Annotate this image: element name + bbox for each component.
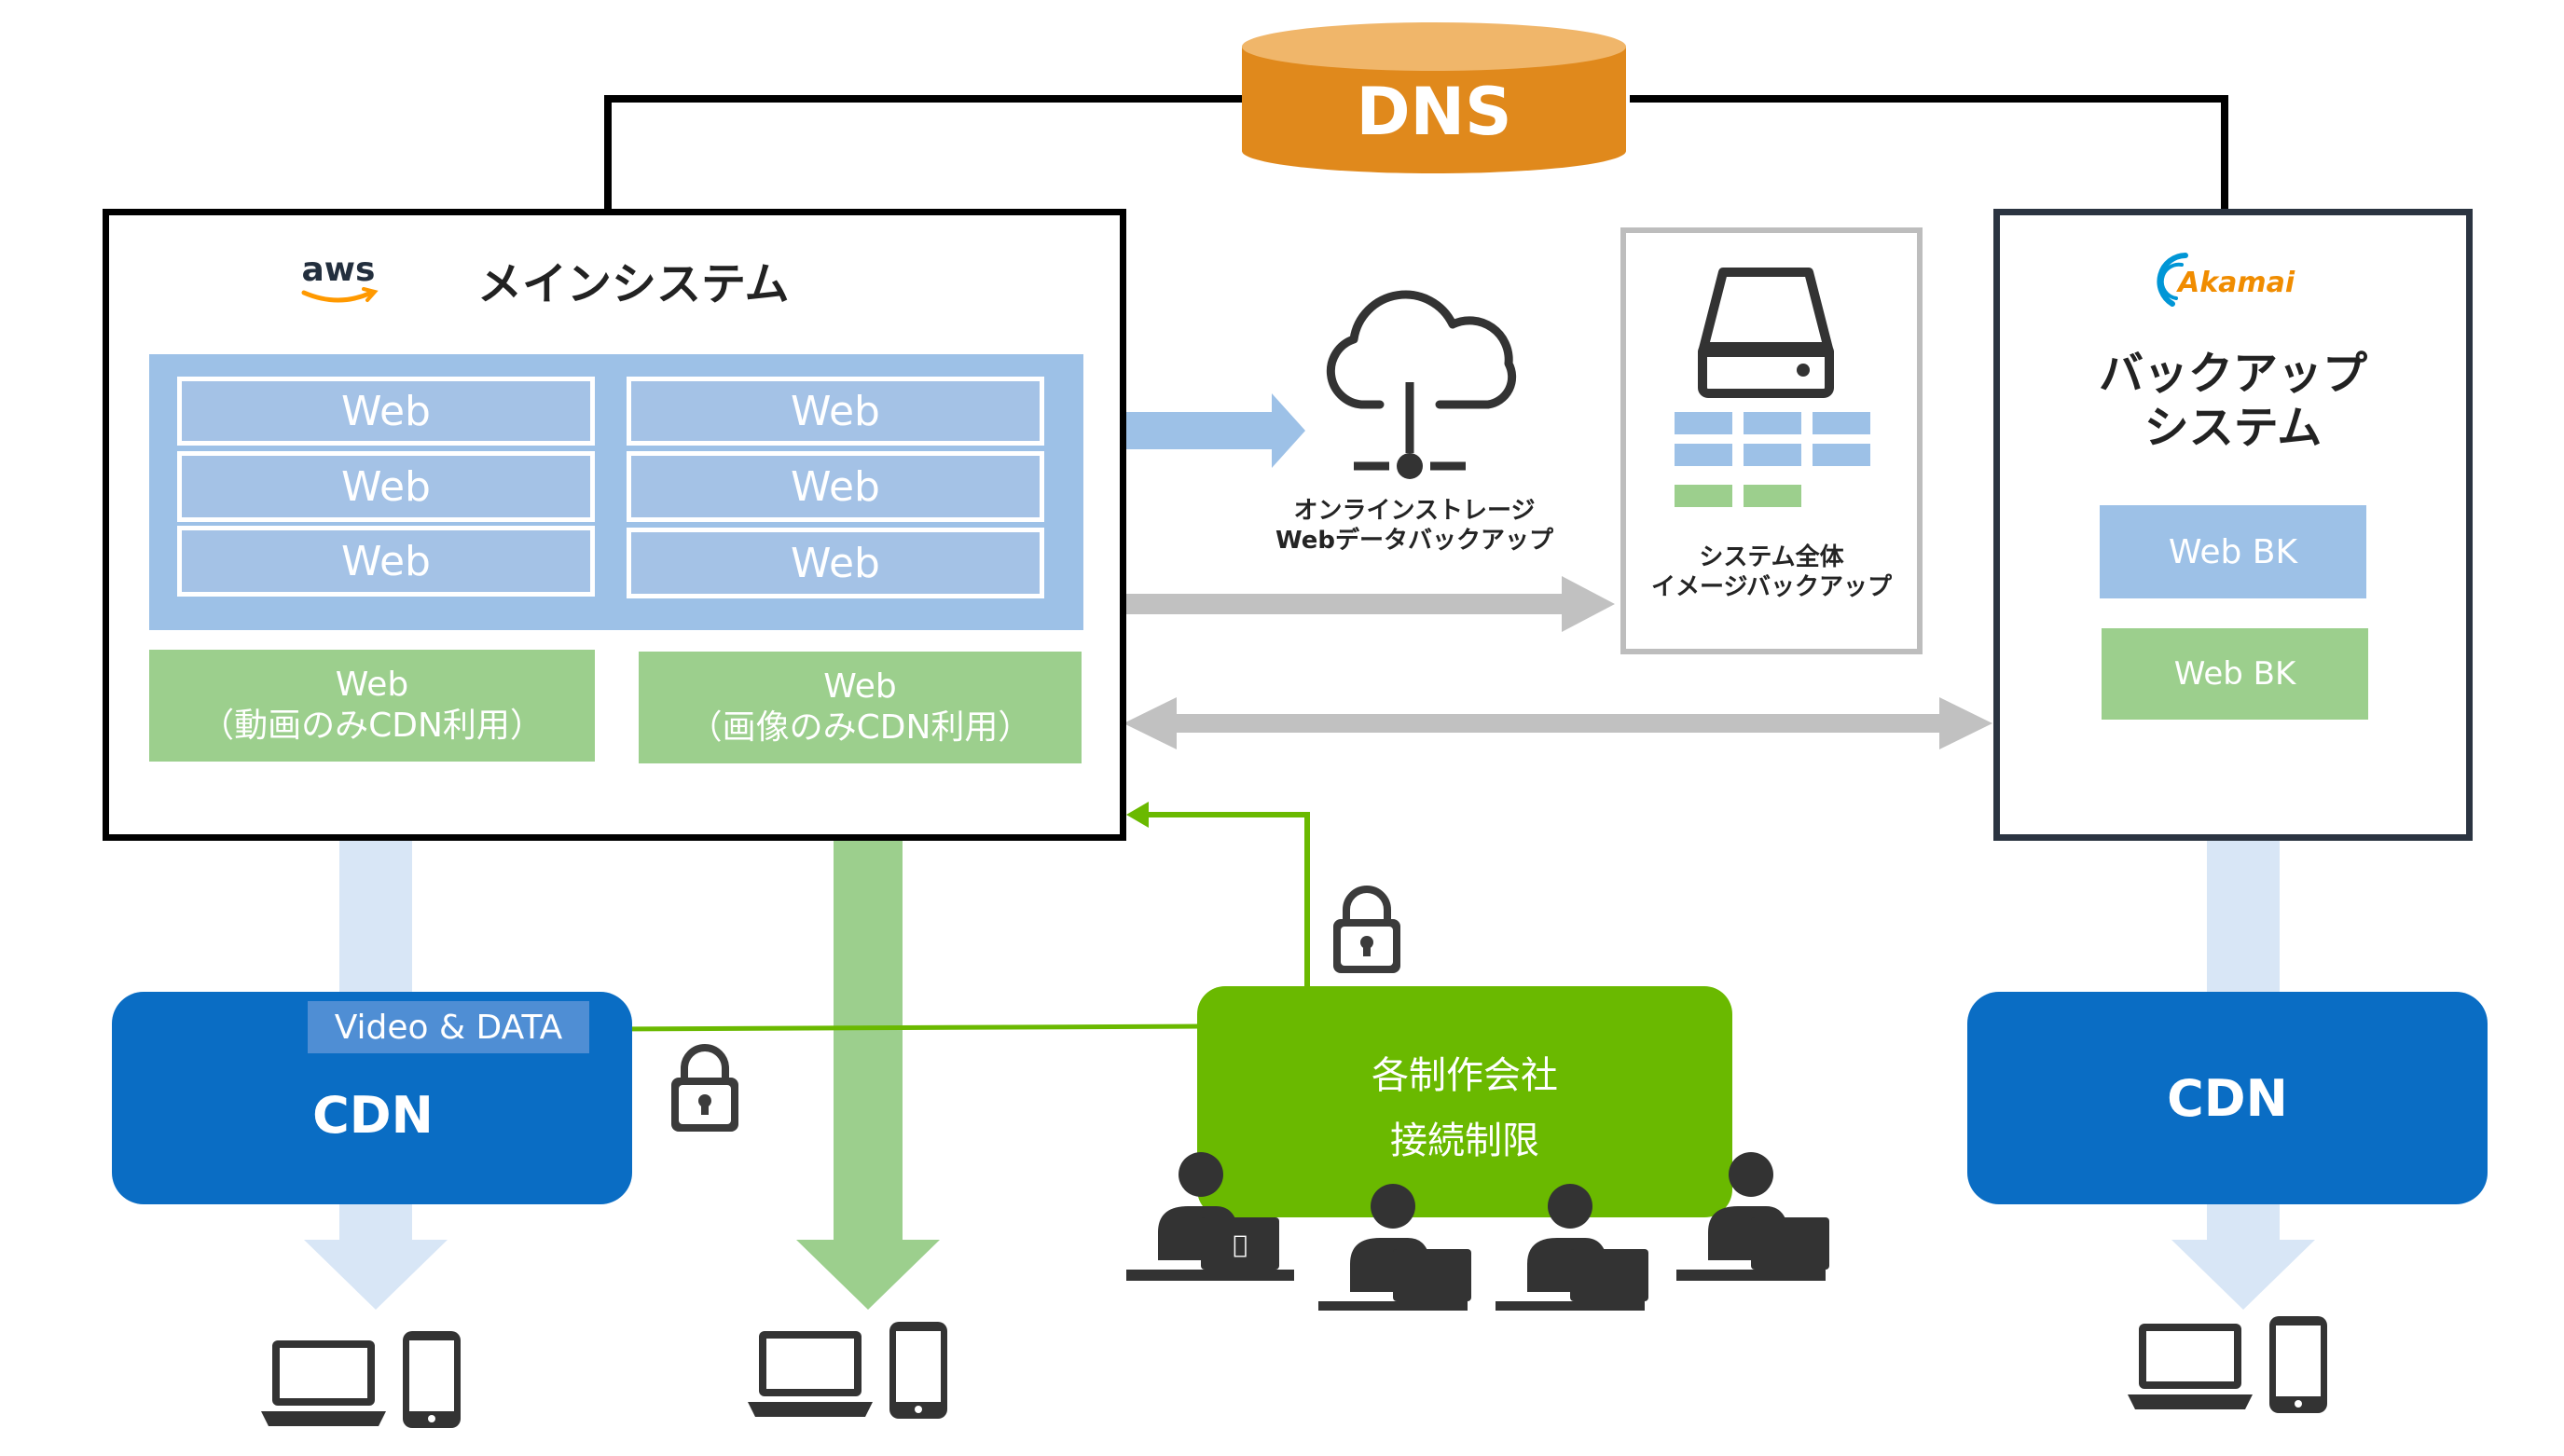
person-with-laptop-icon:  <box>1126 1152 1294 1281</box>
production-to-cdn-line <box>610 1023 1204 1032</box>
production-to-main-arrowhead <box>1126 802 1149 828</box>
web-cdn-video-line1: Web <box>335 666 409 704</box>
lock-icon <box>1333 886 1400 973</box>
arrow-main-to-devices-direct <box>796 841 940 1310</box>
arrow-to-online-storage <box>1083 393 1305 468</box>
cdn-right: CDN <box>1967 992 2488 1204</box>
smartphone-icon <box>403 1331 461 1428</box>
access-restriction-label: 接続制限 <box>1390 1119 1539 1162</box>
arrow-cdn-right-to-devices <box>2171 1202 2315 1310</box>
svg-text::  <box>1233 1231 1248 1259</box>
web-bk-green: Web BK <box>2102 628 2368 720</box>
cdn-left-sub-label: Video & DATA <box>308 1001 589 1053</box>
web-server: Web <box>177 377 595 446</box>
web-cdn-video-line2: （動画のみCDN利用） <box>200 707 544 745</box>
dns-label: DNS <box>1356 74 1512 150</box>
arrow-main-backup-sync <box>1123 697 1992 749</box>
web-cdn-image-line2: （画像のみCDN利用） <box>688 708 1032 747</box>
laptop-icon <box>748 1331 873 1417</box>
web-cdn-image-box: Web （画像のみCDN利用） <box>639 652 1082 763</box>
workers-graphics:  <box>1126 1152 1829 1311</box>
laptop-icon <box>261 1340 386 1426</box>
web-bk-blue: Web BK <box>2100 505 2366 598</box>
image-backup-box <box>1620 227 1923 654</box>
smartphone-icon <box>2269 1316 2327 1413</box>
cdn-left-label: CDN <box>312 1085 434 1145</box>
person-with-laptop-icon <box>1318 1184 1471 1311</box>
web-server: Web <box>177 451 595 522</box>
dns-connector-left <box>604 95 1249 209</box>
main-system-title: メインシステム <box>477 258 790 310</box>
arrow-main-to-cdn-left <box>339 841 412 996</box>
production-companies-box <box>1197 986 1732 1217</box>
hard-drive-icon <box>1698 268 1834 398</box>
cloud-network-icon <box>1326 290 1517 479</box>
web-server: Web <box>627 451 1044 522</box>
web-cdn-image-line1: Web <box>823 667 897 706</box>
arrow-to-image-backup <box>1123 576 1615 632</box>
person-with-laptop-icon <box>1676 1152 1829 1281</box>
image-backup-label: システム全体 イメージバックアップ <box>1630 543 1913 608</box>
dns-database-icon <box>1242 22 1626 173</box>
backup-system-title-line2: システム <box>2144 402 2323 454</box>
person-with-laptop-icon <box>1496 1184 1648 1311</box>
web-cdn-video-box: Web （動画のみCDN利用） <box>149 650 595 762</box>
image-backup-line2: イメージバックアップ <box>1651 573 1892 601</box>
arrow-backup-to-cdn-right <box>2207 841 2280 996</box>
dns-connector-right <box>1630 95 2228 209</box>
akamai-logo: Akamai <box>2152 248 2320 313</box>
online-storage-line2: Webデータバックアップ <box>1275 527 1553 555</box>
image-backup-line1: システム全体 <box>1699 543 1844 571</box>
web-server: Web <box>627 377 1044 446</box>
backup-system-title-line1: バックアップ <box>2098 348 2367 400</box>
backup-blocks-grid <box>1675 412 1870 507</box>
online-storage-label: オンラインストレージ Webデータバックアップ <box>1261 496 1568 561</box>
web-server: Web <box>627 528 1044 598</box>
arrow-cdn-left-to-devices <box>304 1202 448 1310</box>
lock-icon <box>671 1044 738 1132</box>
akamai-swoosh-icon <box>2157 253 2188 307</box>
laptop-icon <box>2128 1324 2253 1409</box>
backup-system-title: バックアップ システム <box>2021 347 2445 459</box>
akamai-logo-text: Akamai <box>2178 267 2295 299</box>
production-companies-label: 各制作会社 <box>1372 1054 1558 1097</box>
web-server: Web <box>177 526 595 597</box>
production-to-main-line <box>1142 812 1310 990</box>
smartphone-icon <box>889 1322 947 1419</box>
aws-logo: aws <box>296 254 380 309</box>
online-storage-line1: オンラインストレージ <box>1293 497 1536 525</box>
